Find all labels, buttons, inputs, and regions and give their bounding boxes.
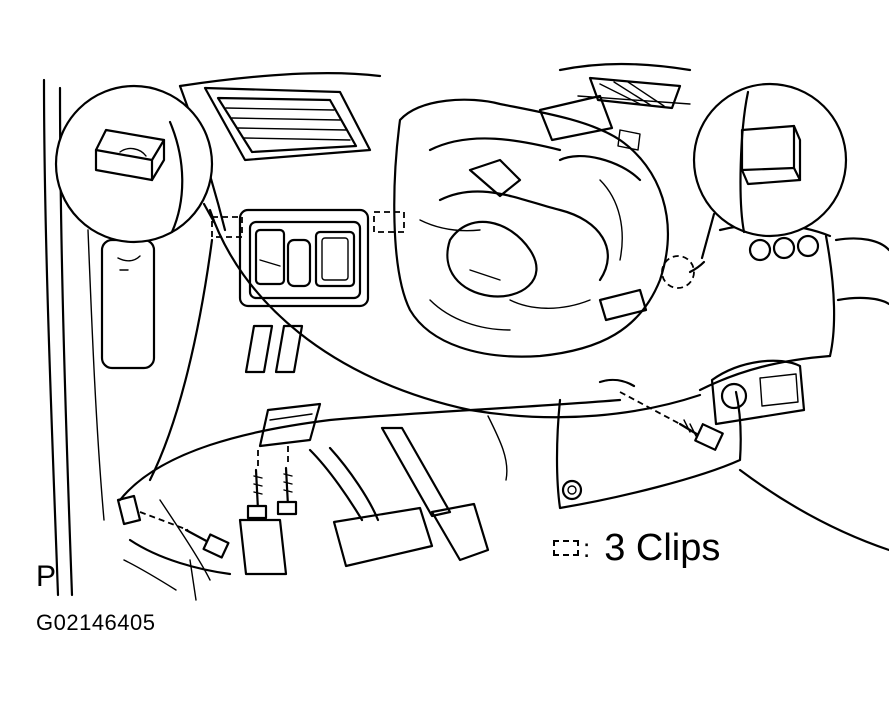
clip-marker-left (211, 216, 243, 238)
switch-panel (238, 208, 370, 308)
center-air-vent (203, 86, 372, 162)
view-mark: P (36, 560, 57, 593)
bolt-right (598, 378, 724, 451)
lower-right-cover (487, 390, 889, 552)
legend-colon: : (583, 533, 591, 563)
clip-marker-center (373, 211, 405, 233)
pedals (308, 426, 490, 568)
dashed-clip-box-icon (553, 540, 579, 556)
detail-circle-left (54, 84, 216, 244)
right-top-vent (588, 76, 682, 110)
lower-left-hardware (116, 402, 322, 601)
figure-id: G02146405 (36, 610, 156, 635)
clip-marker-right (661, 255, 695, 289)
panel-slots (244, 324, 304, 374)
detail-circle-right (688, 82, 848, 274)
legend-label: 3 Clips (604, 527, 721, 569)
right-knob-panel (698, 223, 889, 426)
clip-markers (211, 211, 695, 289)
steering-column-wiring (393, 94, 669, 358)
legend: : 3 Clips (553, 524, 720, 572)
bolt-lower-left (139, 511, 230, 559)
lower-left-panel (100, 208, 702, 502)
